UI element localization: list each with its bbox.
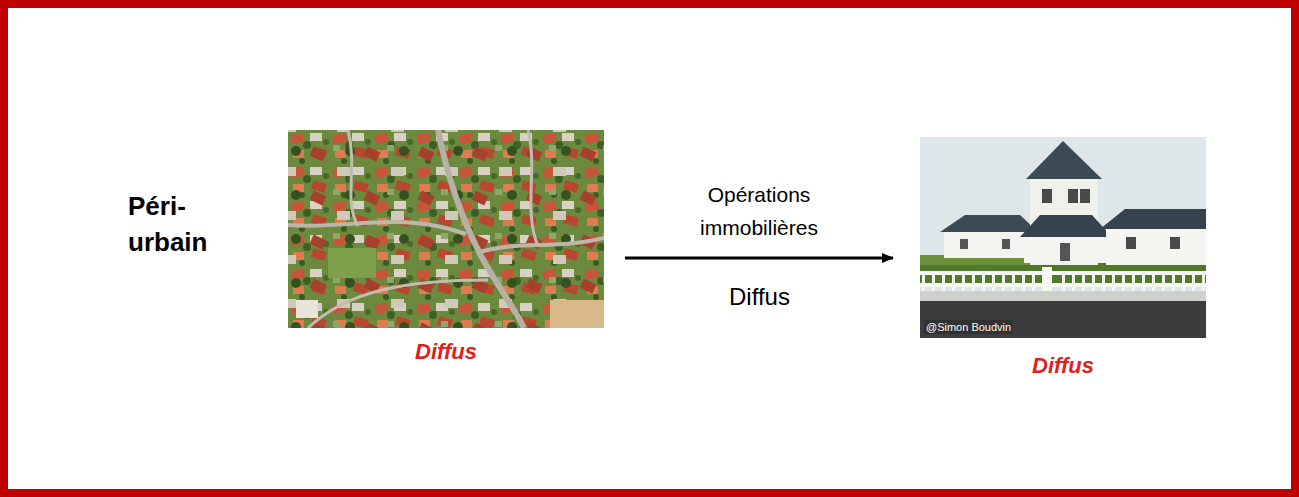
arrow-connector	[625, 257, 893, 260]
aerial-suburb-photo	[288, 130, 604, 328]
photo-box: @Simon BoudvinDiffus	[920, 137, 1206, 379]
photo-box: Diffus	[288, 130, 604, 365]
photo-caption: Diffus	[415, 339, 477, 365]
zone-label: Péri- urbain	[128, 188, 238, 260]
photo-frame	[288, 130, 604, 328]
photo-frame: @Simon Boudvin	[920, 137, 1206, 338]
arrow-label: Opérations immobilières	[674, 178, 844, 244]
houses-photo	[920, 137, 1206, 338]
photo-credit: @Simon Boudvin	[924, 320, 1013, 334]
arrow-sublabel: Diffus	[729, 282, 790, 312]
photo-caption: Diffus	[1032, 353, 1094, 379]
